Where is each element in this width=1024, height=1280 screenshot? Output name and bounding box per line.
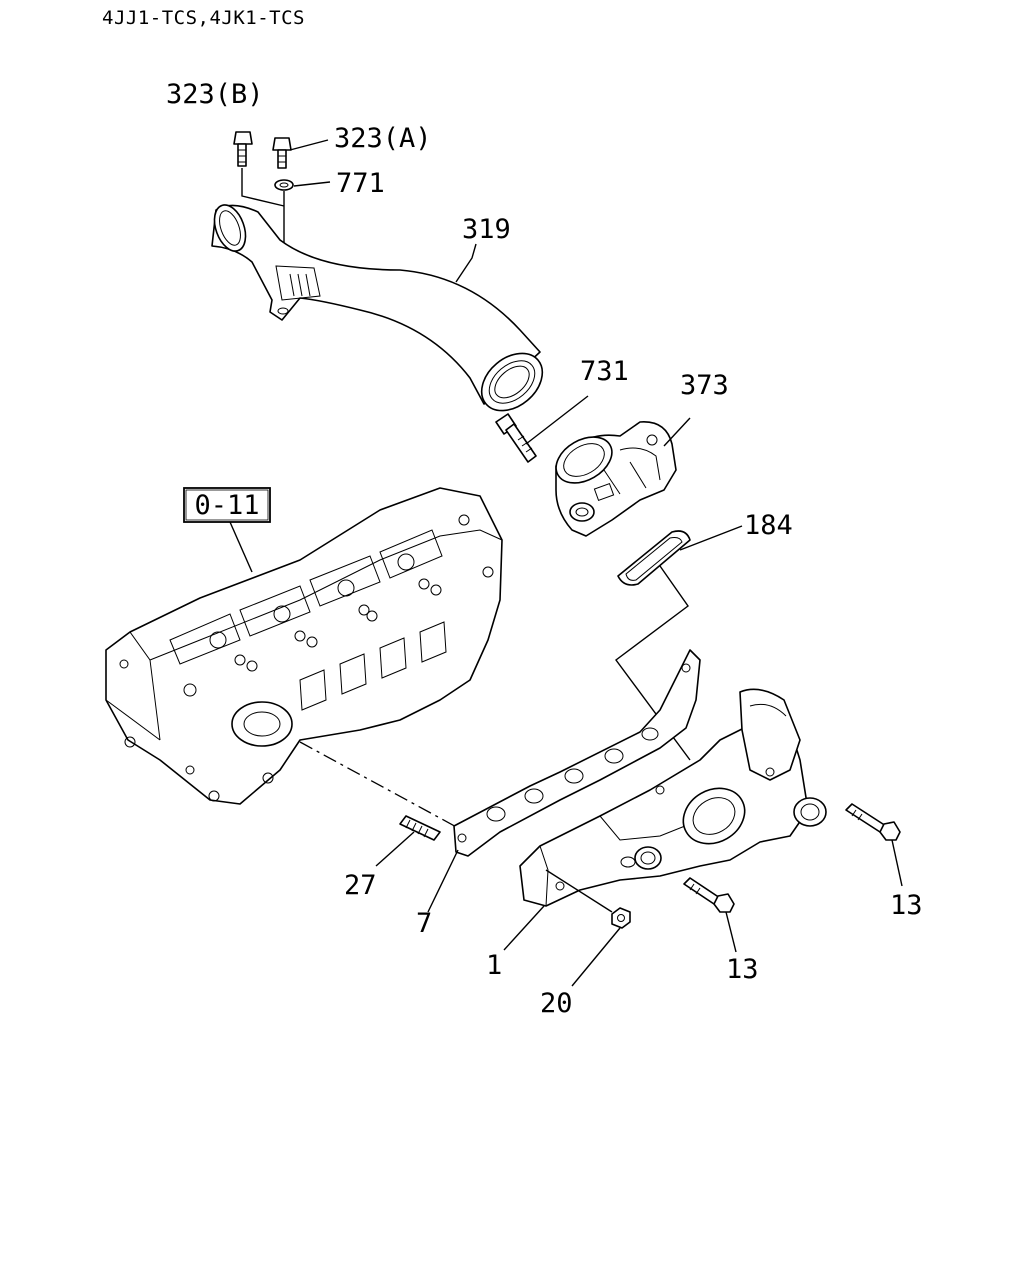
callout-7: 7 (416, 908, 432, 939)
leader-lines (289, 139, 903, 987)
bolt-323b[interactable] (233, 131, 253, 167)
callout-13-right: 13 (890, 890, 923, 921)
callout-323a: 323(A) (334, 123, 432, 154)
cylinder-head (105, 487, 503, 805)
callout-771: 771 (336, 168, 385, 199)
gasket-7[interactable] (453, 649, 701, 857)
callout-27: 27 (344, 870, 377, 901)
reference-box-0-11[interactable]: 0-11 (183, 487, 271, 523)
bolt-323a[interactable] (272, 137, 292, 169)
throttle-body-373[interactable] (548, 421, 677, 537)
guide-line-nut (545, 869, 613, 913)
callout-731: 731 (580, 356, 629, 387)
pipe-319[interactable] (209, 201, 554, 423)
bolt-731[interactable] (495, 413, 537, 463)
leader-0-11 (229, 521, 253, 573)
guide-line-323b (241, 168, 285, 207)
washer-771[interactable] (274, 179, 294, 191)
centerline-head-manifold (299, 741, 463, 831)
gasket-184[interactable] (617, 530, 691, 586)
reference-box-label: 0-11 (194, 490, 259, 521)
header-models: 4JJ1-TCS,4JK1-TCS (102, 7, 305, 29)
callout-1: 1 (486, 950, 502, 981)
intake-manifold-1[interactable] (519, 688, 827, 907)
callout-13-left: 13 (726, 954, 759, 985)
callout-184: 184 (744, 510, 793, 541)
callout-319: 319 (462, 214, 511, 245)
guide-line-gasket (615, 565, 691, 761)
callout-20: 20 (540, 988, 573, 1019)
callout-323b: 323(B) (166, 79, 264, 110)
nut-20[interactable] (611, 907, 631, 929)
stud-27[interactable] (399, 815, 441, 841)
bolt-13-right[interactable] (845, 803, 901, 841)
bolt-13-left[interactable] (683, 877, 735, 913)
callout-373: 373 (680, 370, 729, 401)
